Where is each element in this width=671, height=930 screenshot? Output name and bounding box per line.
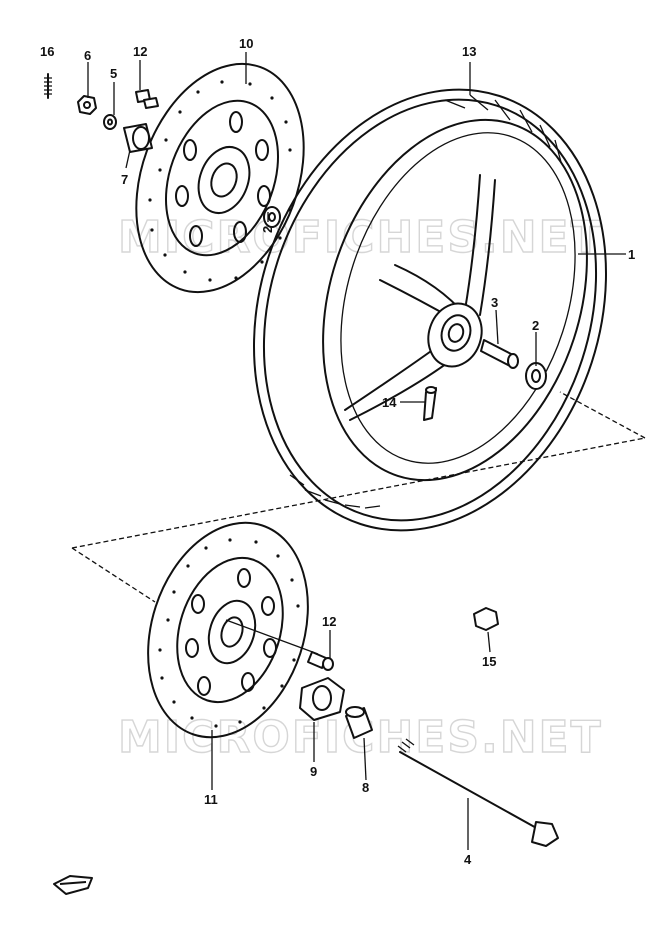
bearing-2-right (525, 362, 547, 390)
label-5: 5 (110, 66, 117, 81)
valve-14 (423, 386, 437, 421)
bearing-2-left (263, 206, 281, 228)
reference-plane-lines (71, 391, 646, 603)
label-2a: 2 (260, 226, 275, 233)
label-9: 9 (310, 764, 317, 779)
tire-and-wheel (253, 88, 607, 532)
label-15: 15 (482, 654, 496, 669)
part-labels: 1 2 2 3 4 5 6 7 8 9 10 11 12 12 13 14 15… (40, 36, 635, 867)
label-6: 6 (84, 48, 91, 63)
label-13: 13 (462, 44, 476, 59)
brake-disc-lower (147, 521, 309, 739)
label-14: 14 (382, 395, 397, 410)
bolt-12-upper (135, 89, 159, 109)
brake-disc-upper (135, 62, 305, 294)
bolt-16 (44, 73, 52, 99)
label-12b: 12 (322, 614, 336, 629)
washer-5 (103, 114, 117, 130)
leader-lines (87, 52, 626, 850)
label-8: 8 (362, 780, 369, 795)
label-11: 11 (204, 792, 218, 807)
nut-6 (77, 95, 97, 115)
collar-9 (299, 677, 345, 721)
front-arrow-icon (53, 875, 93, 895)
label-7: 7 (121, 172, 128, 187)
label-12a: 12 (133, 44, 147, 59)
clip-15 (473, 607, 499, 631)
spacer-8 (345, 706, 373, 739)
label-10: 10 (239, 36, 253, 51)
axle-4 (397, 738, 559, 847)
spacer-3 (480, 339, 519, 369)
label-16: 16 (40, 44, 54, 59)
label-2b: 2 (532, 318, 539, 333)
label-1: 1 (628, 247, 635, 262)
label-3: 3 (491, 295, 498, 310)
collar-7 (123, 123, 153, 153)
bolt-12-lower (307, 651, 334, 671)
label-4: 4 (464, 852, 472, 867)
